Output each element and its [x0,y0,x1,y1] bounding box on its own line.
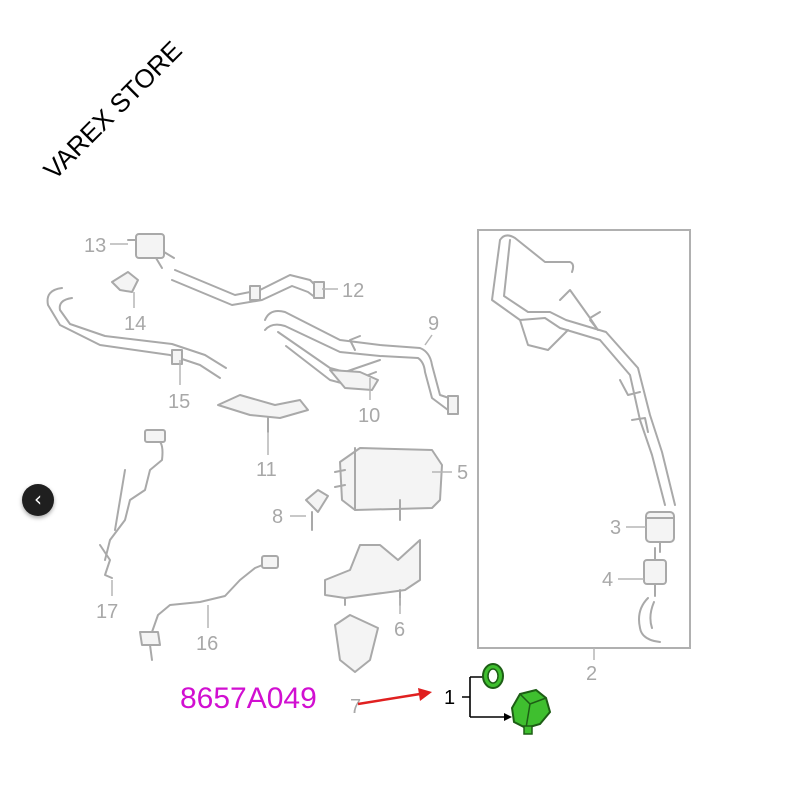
part-15-hose [46,287,227,379]
callout-2: 2 [586,663,597,685]
part-number-label: 8657A049 [180,682,317,715]
part-7-bracket [334,614,379,673]
callout-13: 13 [84,235,106,257]
part-13-connector [127,233,175,269]
part-4-valve [643,547,667,597]
callout-8: 8 [272,506,283,528]
callout-14: 14 [124,313,146,335]
callout-17: 17 [96,601,118,623]
part-16-sensor [139,555,279,661]
bracket-1 [462,676,504,718]
part-10-hose-assembly [277,331,381,391]
leader-9 [424,334,433,346]
part-14-clip [111,271,139,293]
part-9-hose [264,310,459,415]
callout-1: 1 [444,687,455,709]
callout-15: 15 [168,391,190,413]
part-12-hose [171,269,325,306]
assembly-frame-2 [477,229,691,649]
part-2-hose-end [638,597,661,643]
callout-16: 16 [196,633,218,655]
callout-9: 9 [428,313,439,335]
part-1-o-ring [482,663,504,689]
arrowhead-1b [504,713,512,721]
red-arrow [357,688,432,706]
part-1-solenoid-valve [510,688,552,735]
back-button[interactable]: ‹ [22,484,54,516]
chevron-left-icon: ‹ [34,487,42,511]
callout-11: 11 [256,459,277,481]
callout-10: 10 [358,405,380,427]
callout-3: 3 [610,517,621,539]
part-8-connector [305,489,329,531]
callout-5: 5 [457,462,468,484]
part-2-pipe [491,234,676,506]
part-3-filter [645,511,675,553]
part-5-canister [334,447,443,521]
callout-12: 12 [342,280,364,302]
part-11-bracket [217,394,309,433]
callout-4: 4 [602,569,613,591]
callout-7: 7 [350,696,361,718]
part-17-sensor [99,429,166,579]
part-6-bracket [324,539,421,606]
callout-6: 6 [394,619,405,641]
